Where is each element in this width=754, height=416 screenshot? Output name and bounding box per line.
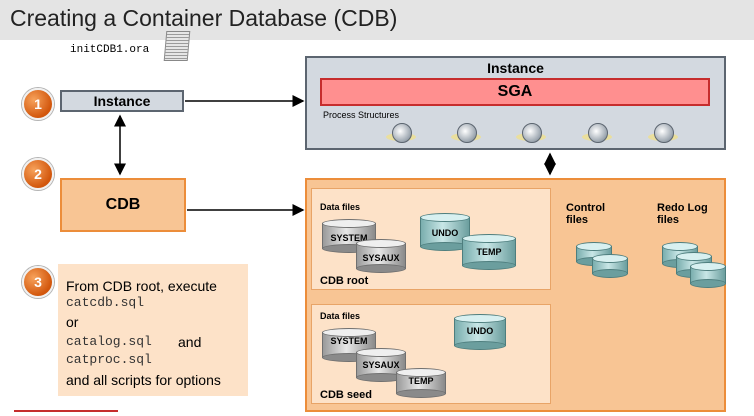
seed-system-label: SYSTEM [330, 336, 368, 346]
system-datafile-icon: SYSTEM [322, 219, 376, 253]
process-icon [654, 123, 674, 143]
seed-sysaux-datafile-icon: SYSAUX [356, 348, 406, 382]
process-icon [392, 123, 412, 143]
step3-script-catcdb: catcdb.sql [66, 295, 145, 310]
step3-last: and all scripts for options [66, 372, 221, 388]
step-2-badge: 2 [22, 158, 54, 190]
instance-panel-title: Instance [487, 60, 544, 76]
footer-accent-rule [14, 410, 118, 412]
cdb-root-name: CDB root [320, 275, 369, 287]
redo-log-files-label: Redo Log files [657, 202, 708, 226]
instance-box: Instance [60, 90, 184, 112]
temp-label: TEMP [476, 247, 502, 257]
step-1-badge: 1 [22, 88, 54, 120]
process-structures-label: Process Structures [323, 110, 400, 120]
title-band [0, 0, 754, 40]
step-3-instructions: From CDB root, execute catcdb.sql or cat… [58, 264, 248, 396]
step3-or: or [66, 314, 79, 330]
sysaux-datafile-icon: SYSAUX [356, 239, 406, 273]
cdb-root-data-files-label: Data files [320, 202, 361, 212]
sysaux-label: SYSAUX [362, 253, 400, 263]
undo-datafile-icon: UNDO [420, 213, 470, 251]
step3-script-catalog: catalog.sql [66, 334, 152, 349]
undo-label: UNDO [431, 228, 459, 238]
seed-system-datafile-icon: SYSTEM [322, 328, 376, 362]
process-icon [588, 123, 608, 143]
cdb-box: CDB [60, 178, 186, 232]
seed-temp-label: TEMP [408, 376, 434, 386]
process-icon [457, 123, 477, 143]
seed-undo-datafile-icon: UNDO [454, 314, 506, 350]
cdb-seed-name: CDB seed [320, 389, 372, 401]
page-title: Creating a Container Database (CDB) [10, 5, 398, 31]
temp-datafile-icon: TEMP [462, 234, 516, 270]
sga-box: SGA [320, 78, 710, 106]
control-files-label: Control files [566, 202, 606, 226]
system-label: SYSTEM [330, 233, 368, 243]
step3-and: and [178, 334, 202, 350]
step3-line-1: From CDB root, execute [66, 278, 217, 294]
step3-script-catproc: catproc.sql [66, 352, 152, 367]
redo-log-file-icon [690, 262, 726, 288]
seed-undo-label: UNDO [466, 326, 494, 336]
seed-temp-datafile-icon: TEMP [396, 368, 446, 398]
step-3-badge: 3 [22, 266, 54, 298]
init-file-label: initCDB1.ora [70, 44, 150, 56]
control-file-icon [592, 254, 628, 278]
cdb-seed-data-files-label: Data files [320, 311, 361, 321]
seed-sysaux-label: SYSAUX [362, 360, 400, 370]
process-icon [522, 123, 542, 143]
